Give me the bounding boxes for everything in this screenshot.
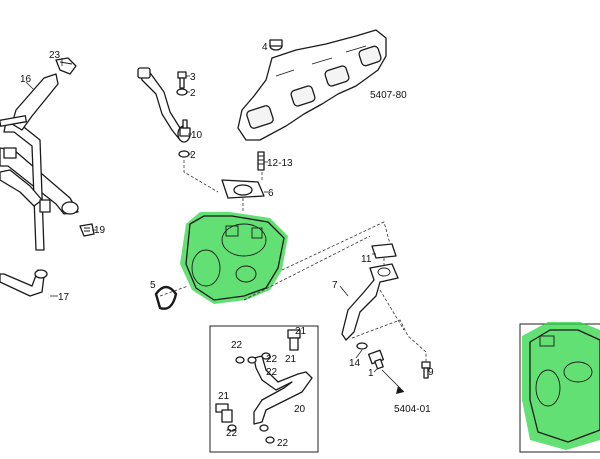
hose-17[interactable]: [0, 269, 48, 297]
label-7: 7: [332, 280, 338, 291]
assembly-lines: [159, 160, 427, 362]
exhaust-manifold[interactable]: [237, 29, 387, 141]
stud-12-13[interactable]: [257, 151, 265, 171]
label-5: 5: [150, 280, 156, 291]
detail-label-22c: 22: [266, 367, 278, 378]
label-2a: 2: [190, 88, 196, 99]
label-2b: 2: [190, 150, 196, 161]
detail-label-21a: 21: [295, 326, 307, 337]
label-19: 19: [94, 225, 106, 236]
label-1: 1: [368, 368, 374, 379]
banjo-bolt-10[interactable]: [179, 119, 191, 137]
detail-label-22e: 22: [277, 438, 289, 449]
turbocharger[interactable]: [180, 212, 288, 304]
oil-return-pipe-7[interactable]: [341, 263, 399, 341]
detail-label-21c: 21: [285, 354, 297, 365]
detail-box: [209, 325, 319, 453]
label-5404-01: 5404-01: [394, 404, 431, 415]
label-23: 23: [49, 50, 61, 61]
washer-2b[interactable]: [178, 150, 190, 158]
pipe-assembly-left[interactable]: [0, 73, 79, 251]
gasket-6[interactable]: [221, 179, 265, 199]
leader-lines: [25, 45, 379, 373]
clamp-5[interactable]: [154, 285, 178, 310]
ref-arrow-5404-01[interactable]: [381, 369, 405, 394]
label-5407-80: 5407-80: [370, 90, 407, 101]
label-14: 14: [349, 358, 361, 369]
label-3: 3: [190, 72, 196, 83]
detail-label-20: 20: [294, 404, 306, 415]
label-11: 11: [361, 254, 372, 265]
label-9: 9: [428, 367, 434, 378]
bolt-9[interactable]: [421, 361, 431, 379]
label-10: 10: [191, 130, 203, 141]
detail-label-22b: 22: [266, 354, 278, 365]
label-6: 6: [268, 188, 274, 199]
banjo-bolt-3[interactable]: [177, 71, 187, 89]
callout-labels: 23 16 19 17 3 2 10 2 12-13 6 4 5407-80 5…: [20, 42, 434, 449]
washer-2a[interactable]: [176, 88, 188, 96]
bolt-19[interactable]: [79, 223, 95, 237]
label-17: 17: [58, 292, 70, 303]
gasket-11[interactable]: [371, 243, 397, 259]
label-4: 4: [262, 42, 268, 53]
detail-label-21b: 21: [218, 391, 230, 402]
detail-label-22a: 22: [231, 340, 243, 351]
detail-label-22d: 22: [226, 428, 238, 439]
label-16: 16: [20, 74, 32, 85]
adapter-1[interactable]: [368, 349, 384, 370]
nut-4[interactable]: [269, 39, 283, 51]
washer-14[interactable]: [356, 342, 368, 350]
detail-box-right: [519, 322, 600, 453]
label-12-13: 12-13: [267, 158, 293, 169]
